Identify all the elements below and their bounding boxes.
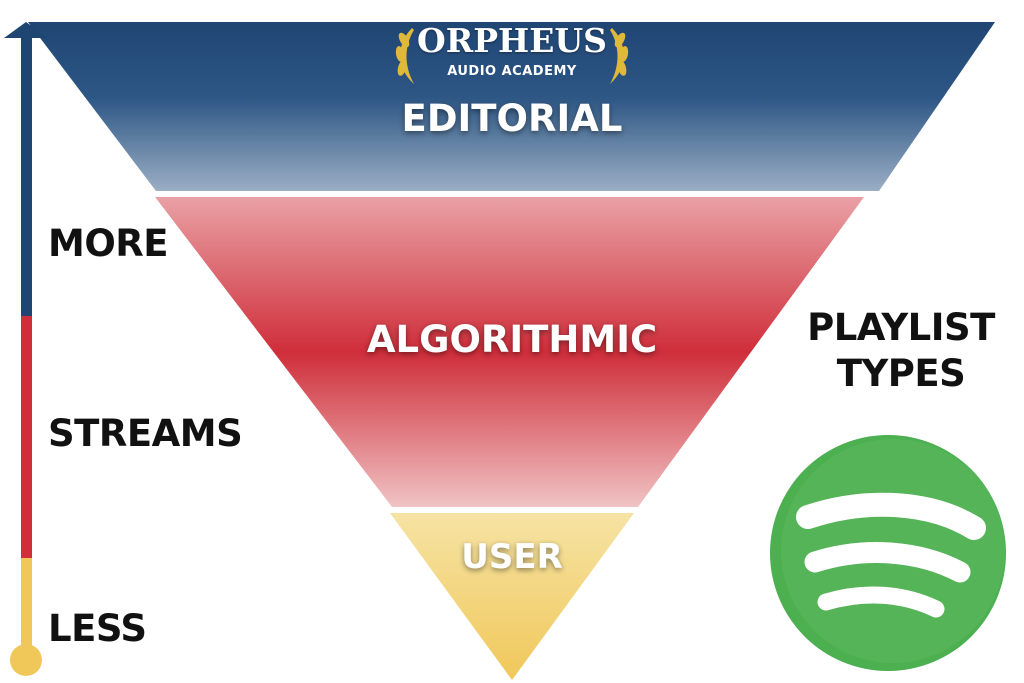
streams-axis-more-label: MORE: [48, 222, 169, 265]
logo-subtitle: AUDIO ACADEMY: [447, 64, 577, 79]
laurel-left-icon: [395, 28, 414, 84]
streams-axis-arrow-icon: [4, 22, 48, 38]
streams-axis-bottom-segment: [21, 558, 32, 658]
tier-user: [390, 513, 634, 680]
streams-axis-end-dot: [10, 644, 42, 676]
logo-name: ORPHEUS: [417, 21, 607, 60]
playlist-types-title-line1: PLAYLIST: [807, 306, 995, 349]
tier-editorial: [28, 22, 995, 191]
tier-user-label: USER: [461, 537, 563, 577]
tier-algorithmic-label: ALGORITHMIC: [366, 318, 658, 361]
streams-axis-less-label: LESS: [48, 607, 147, 650]
playlist-types-title: PLAYLIST TYPES: [790, 305, 1012, 397]
streams-axis-title: STREAMS: [48, 412, 243, 455]
playlist-types-title-line2: TYPES: [836, 352, 966, 395]
streams-axis-middle-segment: [21, 316, 32, 558]
spotify-icon: [770, 435, 1006, 671]
streams-axis-top-segment: [21, 36, 32, 316]
laurel-right-icon: [610, 28, 629, 84]
tier-editorial-label: EDITORIAL: [401, 97, 623, 140]
tier-algorithmic: [155, 197, 864, 507]
